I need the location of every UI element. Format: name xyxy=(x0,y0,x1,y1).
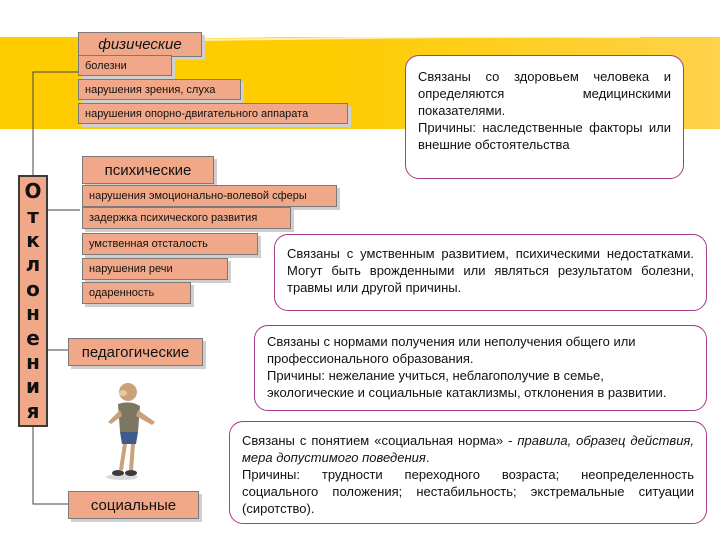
category-social: социальные xyxy=(68,491,199,519)
side-letter: е xyxy=(26,325,40,350)
social-description-definition: правила, образец действия, мера допустим… xyxy=(242,433,694,465)
mental-item-emotional: нарушения эмоционально-волевой сферы xyxy=(82,185,337,207)
physical-description-causes: Причины: наследственные факторы или внеш… xyxy=(418,120,671,152)
physical-description-text: Связаны со здоровьем человека и определя… xyxy=(418,69,671,118)
pedagogical-description-text: Связаны с нормами получения или неполуче… xyxy=(267,334,636,366)
mental-item-retardation: умственная отсталость xyxy=(82,233,258,255)
social-description-end: . xyxy=(425,450,430,465)
mental-item-giftedness: одаренность xyxy=(82,282,191,304)
pedagogical-description-causes: Причины: нежелание учиться, неблагополуч… xyxy=(267,368,667,400)
social-description-text: Связаны с понятием «социальная норма» - … xyxy=(242,432,694,466)
side-letter: и xyxy=(25,374,40,399)
side-letter: н xyxy=(26,301,40,326)
physical-description: Связаны со здоровьем человека и определя… xyxy=(405,55,684,179)
side-letter: О xyxy=(24,179,42,204)
deviations-vertical-label: О т к л о н е н и я xyxy=(18,175,48,427)
physical-item-diseases: болезни xyxy=(78,55,172,76)
social-description: Связаны с понятием «социальная норма» - … xyxy=(229,421,707,524)
mental-item-delay: задержка психического развития xyxy=(82,207,291,229)
physical-item-vision-hearing: нарушения зрения, слуха xyxy=(78,79,241,100)
physical-item-musculoskeletal: нарушения опорно-двигательного аппарата xyxy=(78,103,348,124)
side-letter: т xyxy=(27,203,39,228)
side-letter: я xyxy=(26,398,40,423)
brush-stroke xyxy=(200,1,681,41)
side-letter: о xyxy=(26,276,40,301)
side-letter: к xyxy=(26,227,40,252)
mental-description-text: Связаны с умственным развитием, психичес… xyxy=(287,246,694,295)
social-description-causes: Причины: трудности переходного возраста;… xyxy=(242,467,694,516)
category-mental: психические xyxy=(82,156,214,184)
cartoon-figure-icon xyxy=(106,383,155,480)
mental-description: Связаны с умственным развитием, психичес… xyxy=(274,234,707,311)
mental-item-speech: нарушения речи xyxy=(82,258,228,280)
side-letter: н xyxy=(26,349,40,374)
side-letter: л xyxy=(25,252,41,277)
pedagogical-description: Связаны с нормами получения или неполуче… xyxy=(254,325,707,411)
category-physical: физические xyxy=(78,32,202,57)
social-description-intro: Связаны с понятием «социальная норма» - xyxy=(242,433,518,448)
category-pedagogical: педагогические xyxy=(68,338,203,366)
